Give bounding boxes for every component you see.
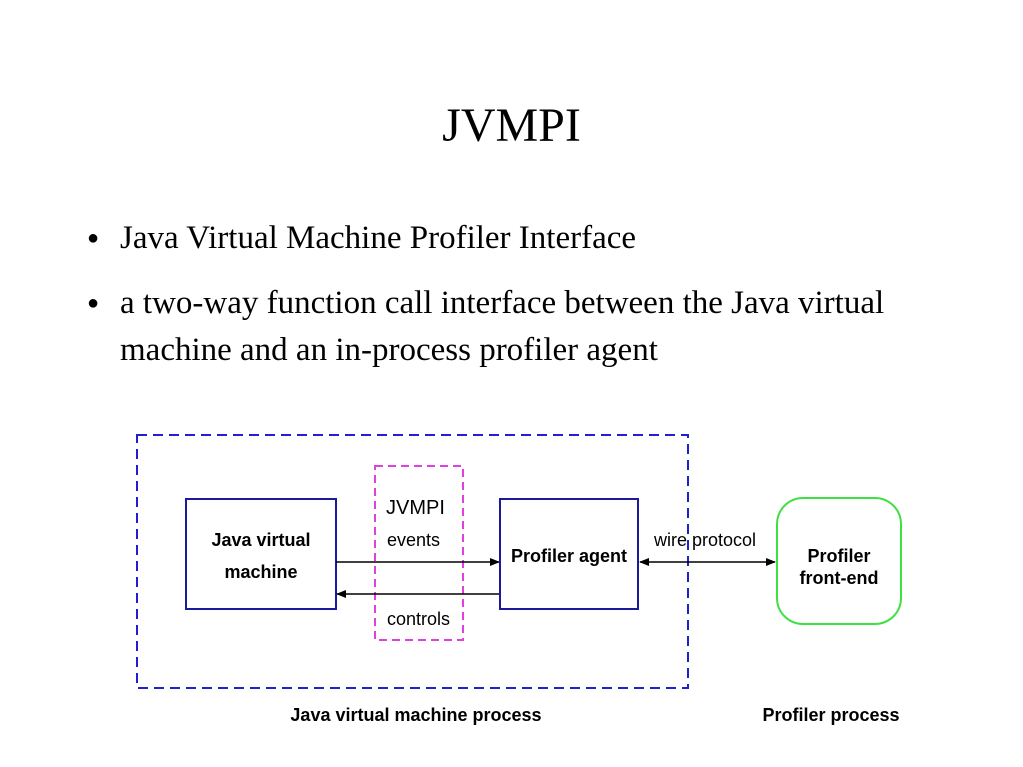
bullet-dot-icon: ● [87,292,100,314]
profiler-frontend-label-line1: Profiler [807,546,870,566]
jvmpi-label: JVMPI [386,497,445,519]
profiler-process-label: Profiler process [762,705,899,725]
slide-title: JVMPI [442,99,581,152]
jvm-box-label-line1: Java virtual [211,530,310,550]
wire-protocol-label: wire protocol [653,530,756,550]
profiler-frontend-box [776,497,902,625]
profiler-agent-label: Profiler agent [511,546,627,566]
bullet-dot-icon: ● [87,227,100,249]
bullet-item: ● Java Virtual Machine Profiler Interfac… [87,215,920,262]
profiler-frontend-label-line2: front-end [800,568,879,588]
bullet-item: ● a two-way function call interface betw… [87,280,920,374]
controls-label: controls [387,609,450,629]
bullet-text: a two-way function call interface betwee… [120,285,885,368]
bullet-list: ● Java Virtual Machine Profiler Interfac… [87,215,920,374]
jvmpi-boundary [374,465,464,641]
jvm-box-label-line2: machine [224,562,297,582]
events-label: events [387,530,440,550]
bullet-text: Java Virtual Machine Profiler Interface [120,220,637,256]
jvm-box [185,498,337,610]
jvm-process-label: Java virtual machine process [290,705,541,725]
profiler-agent-box [499,498,639,610]
